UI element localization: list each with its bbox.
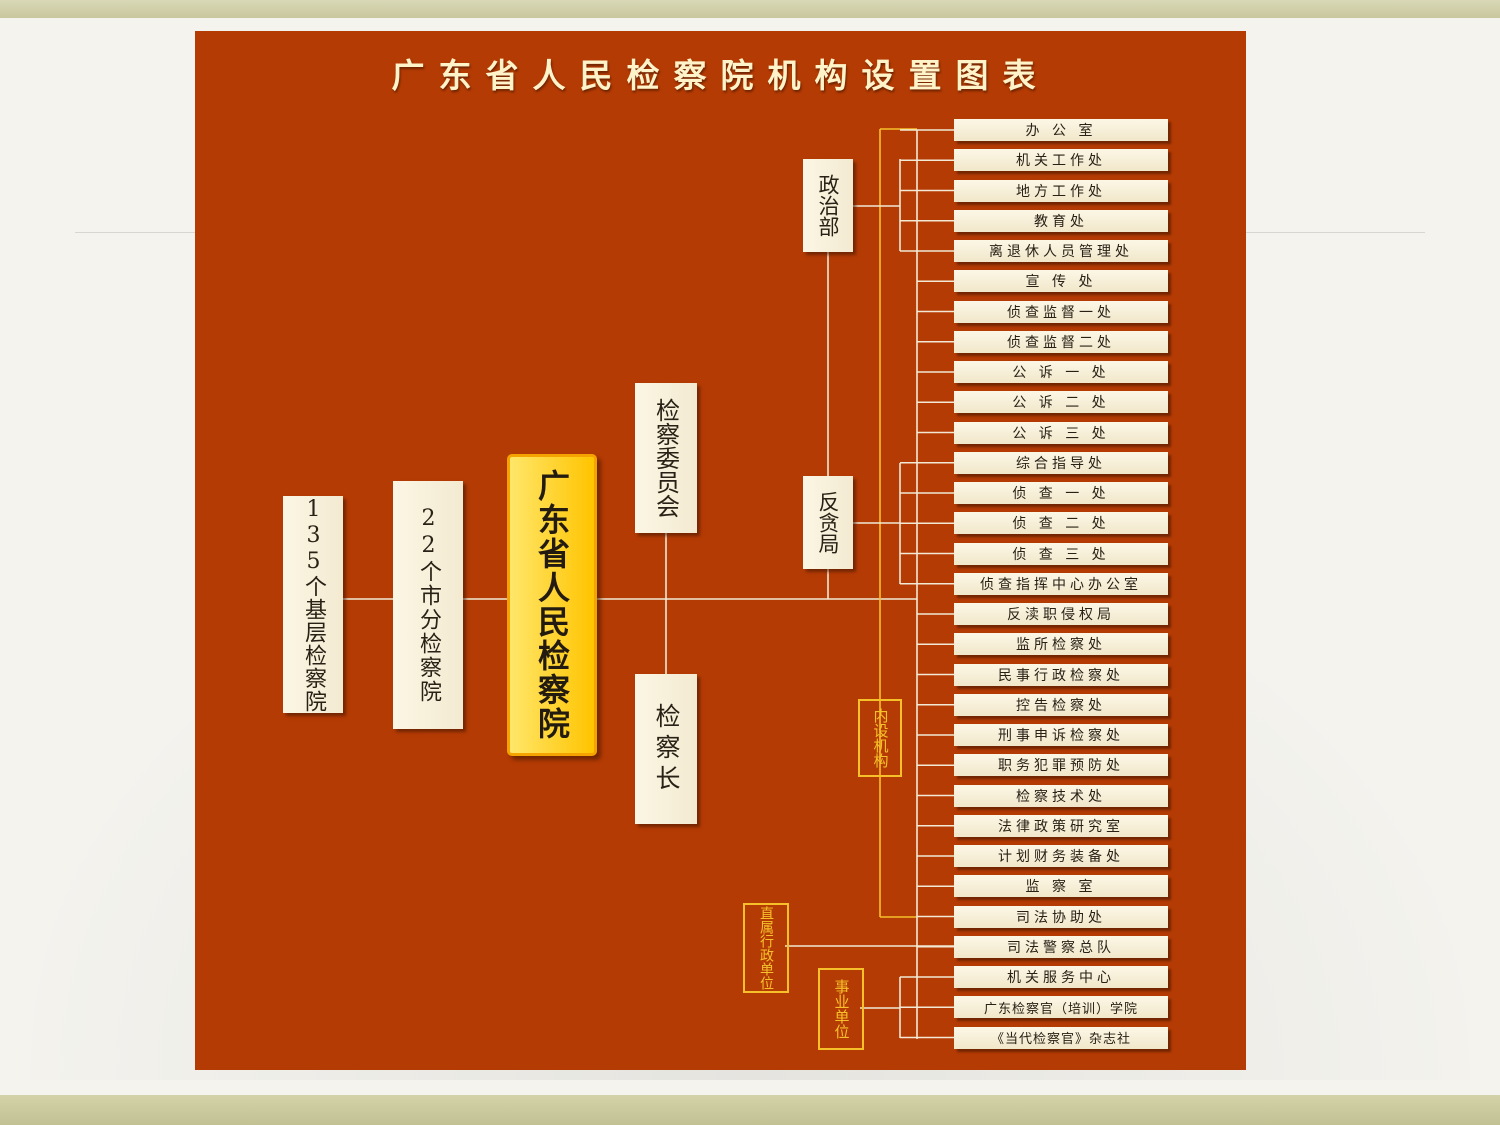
department-item: 反渎职侵权局 [954,603,1168,625]
political-department-label: 政治部 [816,174,840,237]
department-item: 侦查监督二处 [954,330,1168,353]
department-item: 侦 查 三 处 [954,542,1168,565]
department-item: 宣 传 处 [954,270,1168,293]
department-item: 民事行政检察处 [954,663,1168,686]
city-procuratorates-box: 22个市分检察院 [393,481,463,729]
base-procuratorates-label: 135个基层检察院 [301,496,326,713]
public-service-units-group: 事业单位 [818,968,864,1050]
political-department-box: 政治部 [803,159,853,252]
department-item: 刑事申诉检察处 [954,724,1168,746]
provincial-procuratorate-box: 广东省人民检察院 [507,454,597,756]
department-item: 办 公 室 [954,119,1168,141]
department-item: 监所检察处 [954,633,1168,656]
anti-corruption-bureau-label: 反贪局 [816,491,840,554]
connector-lines [343,128,954,1039]
department-item: 机关工作处 [954,149,1168,172]
department-item: 综合指导处 [954,451,1168,474]
procuratorial-committee-label: 检察委员会 [651,398,680,518]
direct-administrative-units-group: 直属行政单位 [743,903,789,993]
chief-procurator-label: 检察长 [652,702,681,796]
department-item: 计划财务装备处 [954,845,1168,867]
top-band [0,0,1500,18]
department-item: 离退休人员管理处 [954,240,1168,262]
department-item: 法律政策研究室 [954,814,1168,837]
chief-procurator-box: 检察长 [635,674,697,824]
internal-institutions-label: 内设机构 [871,708,890,768]
department-item: 广东检察官（培训）学院 [954,996,1168,1019]
chart-title: 广东省人民检察院机构设置图表 [391,56,1050,95]
department-item: 检察技术处 [954,784,1168,807]
department-item: 机关服务中心 [954,966,1168,988]
department-item: 公 诉 三 处 [954,421,1168,444]
department-item: 侦查监督一处 [954,300,1168,323]
department-item: 控告检察处 [954,693,1168,716]
department-item: 司法警察总队 [954,935,1168,958]
department-item: 侦 查 一 处 [954,482,1168,504]
department-item: 公 诉 二 处 [954,391,1168,414]
department-item: 职务犯罪预防处 [954,754,1168,777]
bottom-band [0,1095,1500,1125]
public-service-units-label: 事业单位 [832,979,851,1039]
anti-corruption-bureau-box: 反贪局 [803,476,853,569]
department-item: 地方工作处 [954,179,1168,202]
city-procuratorates-label: 22个市分检察院 [416,506,441,704]
provincial-procuratorate-label: 广东省人民检察院 [533,469,571,741]
department-item: 监 察 室 [954,875,1168,898]
direct-administrative-units-label: 直属行政单位 [758,906,774,990]
department-item: 司法协助处 [954,905,1168,928]
base-procuratorates-box: 135个基层检察院 [283,496,343,713]
procuratorial-committee-box: 检察委员会 [635,383,697,533]
department-item: 《当代检察官》杂志社 [954,1026,1168,1049]
department-item: 教育处 [954,209,1168,232]
org-chart-board: 广东省人民检察院机构设置图表 135个基层检察院 22个市分检察院 广东省人民检… [195,31,1246,1070]
department-item: 公 诉 一 处 [954,361,1168,383]
department-item: 侦查指挥中心办公室 [954,572,1168,595]
internal-institutions-group: 内设机构 [858,699,902,777]
department-item: 侦 查 二 处 [954,512,1168,535]
